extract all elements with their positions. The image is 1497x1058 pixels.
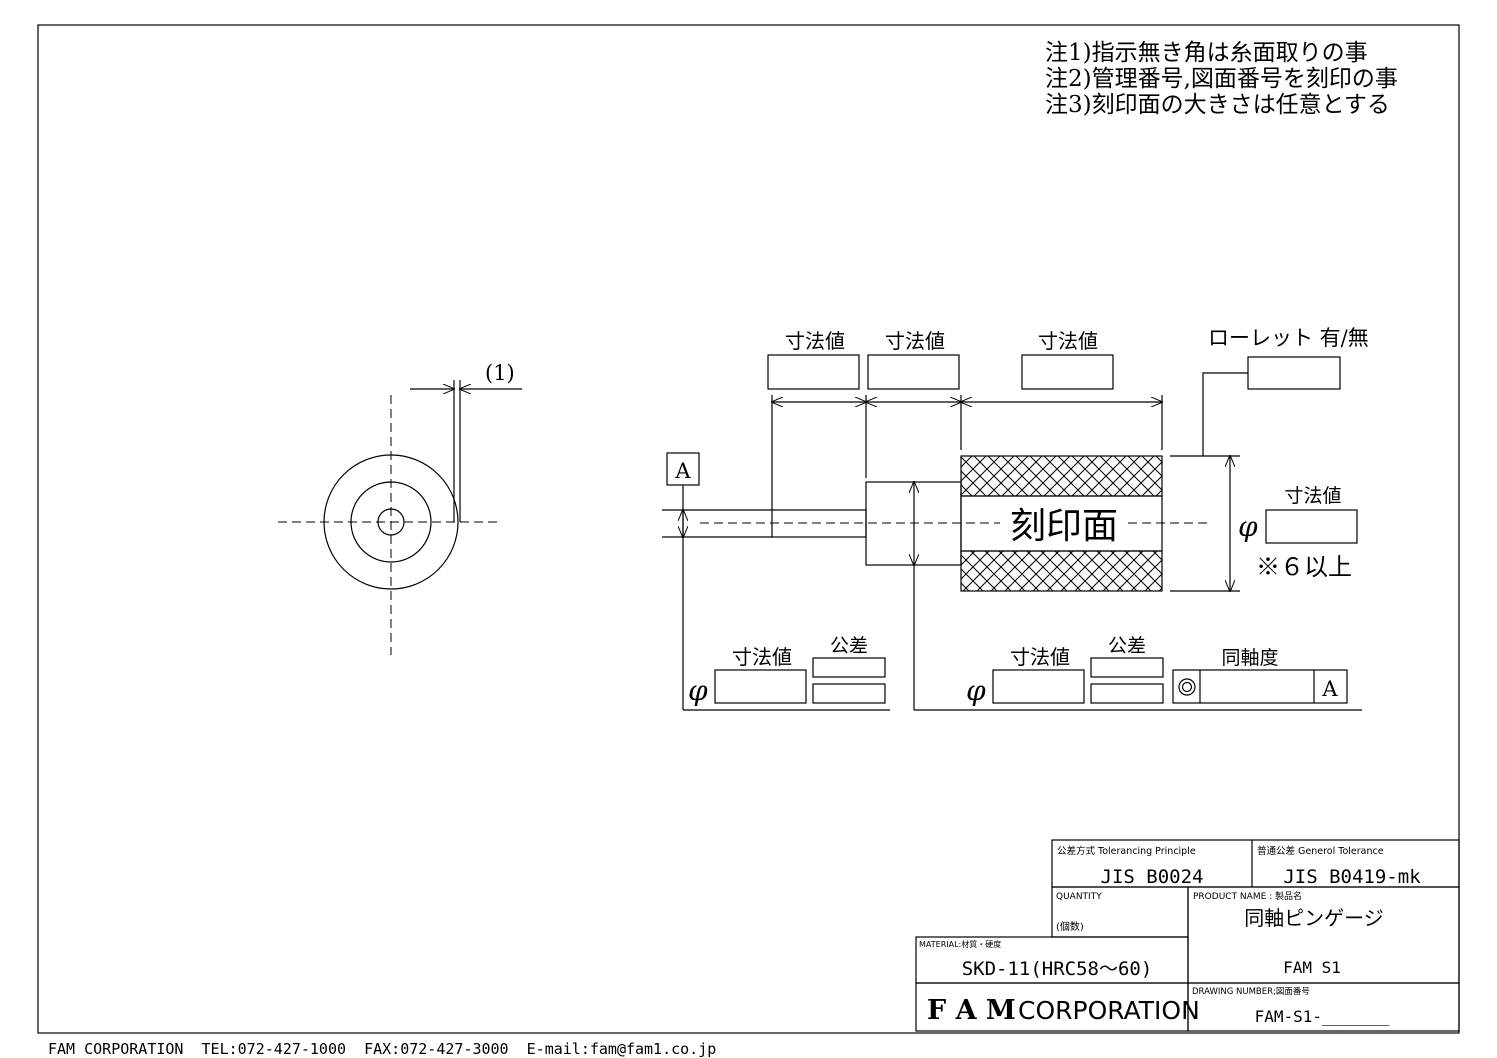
drawing-number-value: FAM-S1-_______ [1255,1007,1390,1026]
lower-right-tol-lower [1090,683,1164,704]
note-3: 注3)刻印面の大きさは任意とする [1045,92,1390,118]
lower-left-dim-box [714,669,807,704]
datum-a-box [666,452,700,486]
product-label: PRODUCT NAME : 製品名 [1193,890,1302,902]
knurl-label: ローレット 有/無 [1208,326,1369,350]
knurl-leader [1202,372,1248,456]
lower-right-tol-upper [1090,657,1164,678]
knurl-top [960,455,1163,497]
lower-left-tol-upper [812,657,886,678]
lower-left-dia-symbol: φ [688,674,708,707]
tol-principle-label: 公差方式 Tolerancing Principle [1057,845,1196,857]
stamp-text-bg [1000,505,1128,543]
material-label: MATERIAL:材質・硬度 [919,939,1001,949]
dim-label-2: 寸法値 [885,329,945,353]
general-tol-value: JIS B0419-mk [1283,866,1421,888]
head-dia-box [1265,509,1358,544]
head-dia-label: 寸法値 [1284,485,1341,507]
lower-left-tol-label: 公差 [830,635,868,657]
dim-label-1: 寸法値 [785,329,845,353]
coaxiality-symbol-outer [1178,678,1196,696]
dim-label-3: 寸法値 [1038,329,1098,353]
note-1: 注1)指示無き角は糸面取りの事 [1045,40,1368,66]
quantity-label: QUANTITY [1056,892,1102,902]
material-value: SKD-11(HRC58～60) [962,958,1153,980]
lower-left-dim-label: 寸法値 [732,645,792,669]
min-size-note: ※６以上 [1256,553,1352,581]
front-view: A 寸法値 寸法値 寸法値 ローレット 有/無 [662,326,1369,711]
title-block: 公差方式 Tolerancing Principle JIS B0024 普通公… [915,839,1460,1032]
head-dia-symbol: φ [1238,510,1258,543]
company-logo-bold: F A M [927,995,1016,1026]
quantity-jp-label: (個数) [1056,920,1084,933]
drawing-number-label: DRAWING NUMBER;図面番号 [1192,986,1310,997]
dim-box-2 [867,354,960,390]
footer-contact: FAM CORPORATION TEL:072-427-1000 FAX:072… [48,1040,716,1058]
stamp-face-label: 刻印面 [1010,506,1118,547]
product-name: 同軸ピンゲージ [1244,906,1384,930]
knurl-box [1247,356,1341,390]
coaxiality-symbol-inner [1181,681,1193,693]
company-name-rest: CORPORATION [1018,996,1200,1025]
knurl-bottom [960,550,1163,592]
lower-left-tol-lower [812,683,886,704]
lower-right-tol-label: 公差 [1108,635,1146,657]
coaxiality-frame [1172,669,1348,704]
side-view: (1) [278,361,522,655]
lower-right-dim-label: 寸法値 [1010,645,1070,669]
note-2: 注2)管理番号,図面番号を刻印の事 [1045,66,1398,92]
dim-box-1 [767,354,860,390]
dim-box-3 [1021,354,1114,390]
datum-a-label: A [674,459,691,483]
general-tol-label: 普通公差 Generol Tolerance [1257,845,1384,857]
drawing-number-cell [1187,982,1460,1032]
lower-right-dia-symbol: φ [966,674,986,707]
coaxiality-datum: A [1321,677,1338,701]
drawing-border [37,24,1460,1034]
product-code: FAM S1 [1283,958,1341,977]
lower-right-dim-box [992,669,1085,704]
tol-principle-value: JIS B0024 [1101,866,1204,888]
coaxiality-label: 同軸度 [1221,647,1278,669]
notes-block: 注1)指示無き角は糸面取りの事 注2)管理番号,図面番号を刻印の事 注3)刻印面… [1045,40,1398,118]
flat-dim-label: (1) [485,361,515,385]
